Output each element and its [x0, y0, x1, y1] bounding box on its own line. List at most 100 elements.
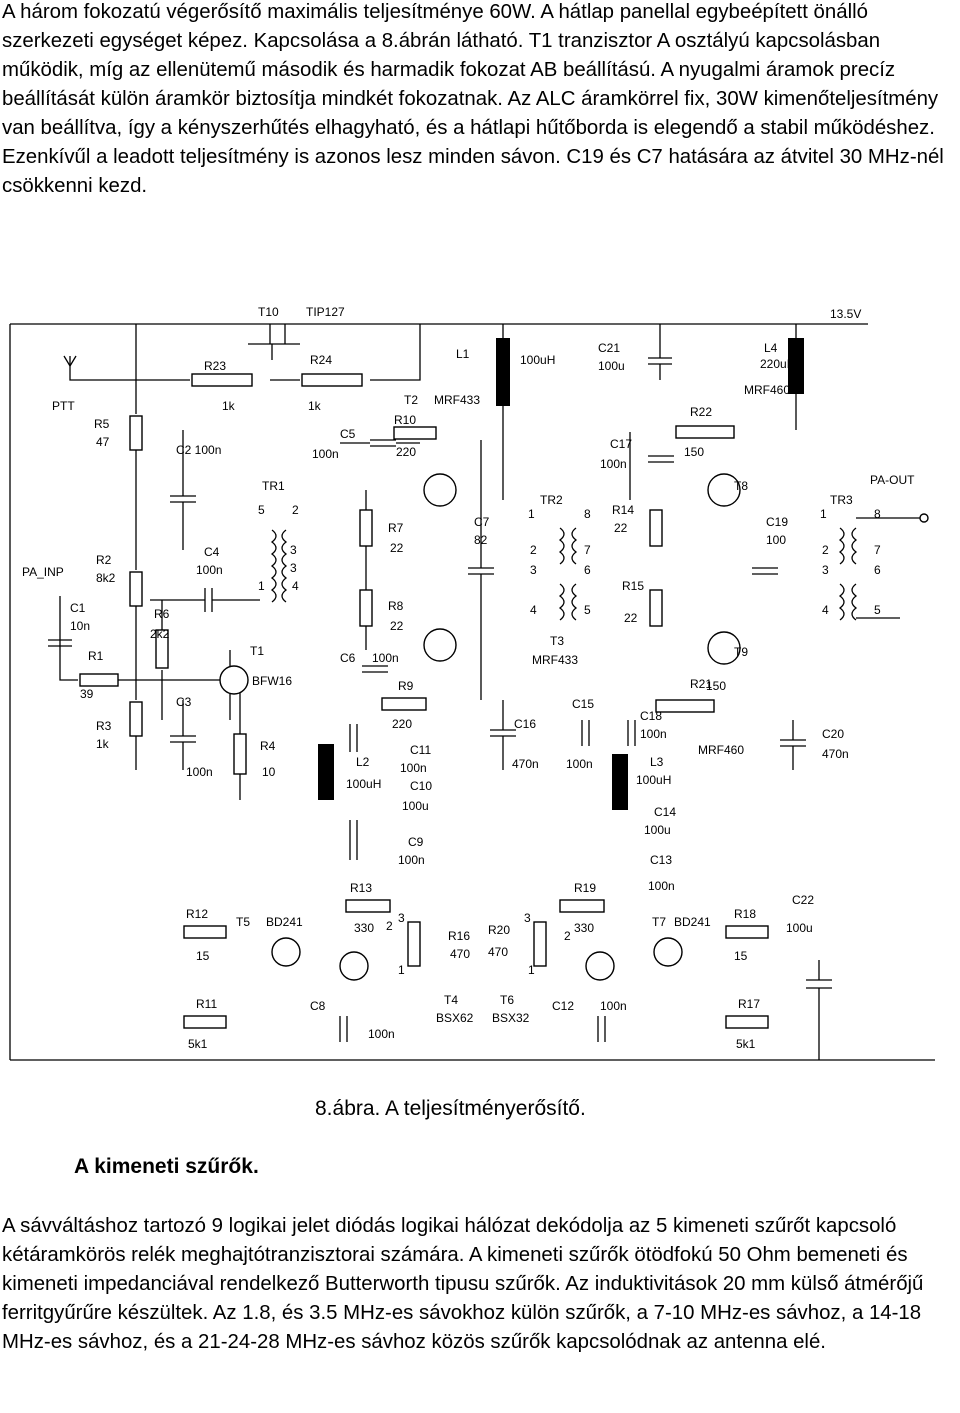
svg-text:100u: 100u — [644, 823, 671, 837]
body-paragraph: A sávváltáshoz tartozó 9 logikai jelet d… — [2, 1215, 924, 1353]
svg-text:R10: R10 — [394, 413, 416, 427]
svg-text:R18: R18 — [734, 907, 756, 921]
svg-text:MRF433: MRF433 — [434, 393, 480, 407]
svg-text:R16: R16 — [448, 929, 470, 943]
svg-text:100n: 100n — [566, 757, 593, 771]
svg-text:R12: R12 — [186, 907, 208, 921]
svg-text:100n: 100n — [398, 853, 425, 867]
svg-text:22: 22 — [390, 619, 404, 633]
decoupling: L2 100uH C11 100n C10 100u C9 100n C16 4… — [318, 697, 849, 893]
supply-label: 13.5V — [830, 307, 861, 321]
svg-text:100n: 100n — [312, 447, 339, 461]
svg-text:L3: L3 — [650, 755, 664, 769]
svg-text:100: 100 — [766, 533, 786, 547]
svg-text:4: 4 — [292, 579, 299, 593]
svg-text:10n: 10n — [70, 619, 90, 633]
svg-text:BFW16: BFW16 — [252, 674, 292, 688]
svg-text:22: 22 — [624, 611, 638, 625]
intro-paragraph: A három fokozatú végerősítő maximális te… — [2, 1, 944, 197]
svg-text:TR3: TR3 — [830, 493, 853, 507]
svg-text:1: 1 — [398, 963, 405, 977]
svg-text:330: 330 — [354, 921, 374, 935]
svg-text:T10: T10 — [258, 305, 279, 319]
tr2: TR2 1 8 2 7 3 6 4 5 — [528, 493, 591, 621]
svg-text:C22: C22 — [792, 893, 814, 907]
svg-text:R13: R13 — [350, 881, 372, 895]
svg-text:R20: R20 — [488, 923, 510, 937]
svg-text:470: 470 — [488, 945, 508, 959]
svg-text:3: 3 — [524, 911, 531, 925]
svg-text:150: 150 — [706, 679, 726, 693]
svg-text:5k1: 5k1 — [188, 1037, 208, 1051]
svg-text:T4: T4 — [444, 993, 458, 1007]
svg-text:TR2: TR2 — [540, 493, 563, 507]
svg-text:R24: R24 — [310, 353, 332, 367]
svg-text:1: 1 — [528, 507, 535, 521]
svg-text:2k2: 2k2 — [150, 627, 170, 641]
svg-text:R22: R22 — [690, 405, 712, 419]
svg-text:BD241: BD241 — [674, 915, 711, 929]
svg-text:R11: R11 — [196, 997, 217, 1011]
svg-text:C20: C20 — [822, 727, 844, 741]
svg-text:47: 47 — [96, 435, 110, 449]
svg-text:2: 2 — [386, 919, 393, 933]
svg-text:8k2: 8k2 — [96, 571, 116, 585]
svg-text:100n: 100n — [368, 1027, 395, 1041]
svg-text:R3: R3 — [96, 719, 112, 733]
svg-text:MRF433: MRF433 — [532, 653, 578, 667]
svg-text:3: 3 — [398, 911, 405, 925]
svg-text:T9: T9 — [734, 645, 748, 659]
svg-text:MRF460: MRF460 — [698, 743, 744, 757]
svg-text:100n: 100n — [640, 727, 667, 741]
svg-text:5k1: 5k1 — [736, 1037, 756, 1051]
svg-text:R6: R6 — [154, 607, 170, 621]
svg-text:7: 7 — [584, 543, 591, 557]
figure-caption: 8.ábra. A teljesítményerősítő. — [315, 1097, 586, 1120]
svg-text:5: 5 — [258, 503, 265, 517]
t10-switch: T10 TIP127 R23 1k R24 1k PTT — [52, 305, 421, 413]
svg-text:R19: R19 — [574, 881, 596, 895]
svg-text:C19: C19 — [766, 515, 788, 529]
output-stage: C21 100u L4 220uH MRF460 R22 150 C17 100… — [598, 324, 804, 713]
svg-text:4: 4 — [822, 603, 829, 617]
svg-text:100u: 100u — [786, 921, 813, 935]
svg-text:100n: 100n — [400, 761, 427, 775]
svg-text:T1: T1 — [250, 644, 264, 658]
svg-text:TIP127: TIP127 — [306, 305, 345, 319]
svg-text:C8: C8 — [310, 999, 326, 1013]
svg-text:15: 15 — [734, 949, 748, 963]
svg-text:100n: 100n — [600, 999, 627, 1013]
svg-text:100n: 100n — [648, 879, 675, 893]
svg-text:3: 3 — [822, 563, 829, 577]
svg-text:100uH: 100uH — [520, 353, 555, 367]
amplifier-schematic: 13.5V T10 TIP127 R23 1k R24 1k PTT R5 47… — [9, 305, 935, 1061]
svg-text:C5: C5 — [340, 427, 356, 441]
svg-text:R14: R14 — [612, 503, 634, 517]
svg-text:330: 330 — [574, 921, 594, 935]
svg-text:1k: 1k — [96, 737, 110, 751]
svg-text:100n: 100n — [600, 457, 627, 471]
bias-circuits: R12 15 R11 5k1 T5 BD241 R13 330 3 2 1 R1… — [183, 881, 832, 1060]
tr1: TR1 5 2 3 3 1 4 — [258, 479, 299, 603]
svg-text:8: 8 — [874, 507, 881, 521]
svg-text:2: 2 — [292, 503, 299, 517]
svg-text:22: 22 — [614, 521, 628, 535]
svg-text:C18: C18 — [640, 709, 662, 723]
svg-text:470: 470 — [450, 947, 470, 961]
svg-text:3: 3 — [290, 561, 297, 575]
svg-text:7: 7 — [874, 543, 881, 557]
svg-text:100u: 100u — [598, 359, 625, 373]
svg-text:100uH: 100uH — [346, 777, 381, 791]
svg-text:5: 5 — [874, 603, 881, 617]
svg-text:C9: C9 — [408, 835, 424, 849]
svg-text:BSX62: BSX62 — [436, 1011, 474, 1025]
svg-text:100uH: 100uH — [636, 773, 671, 787]
svg-text:100n: 100n — [196, 563, 223, 577]
svg-text:T6: T6 — [500, 993, 514, 1007]
tr3: TR3 1 8 2 7 3 6 4 5 PA-OUT — [820, 473, 929, 621]
svg-text:1: 1 — [820, 507, 827, 521]
svg-text:82: 82 — [474, 533, 488, 547]
svg-text:C11: C11 — [410, 743, 431, 757]
svg-text:T5: T5 — [236, 915, 250, 929]
svg-text:C2 100n: C2 100n — [176, 443, 221, 457]
